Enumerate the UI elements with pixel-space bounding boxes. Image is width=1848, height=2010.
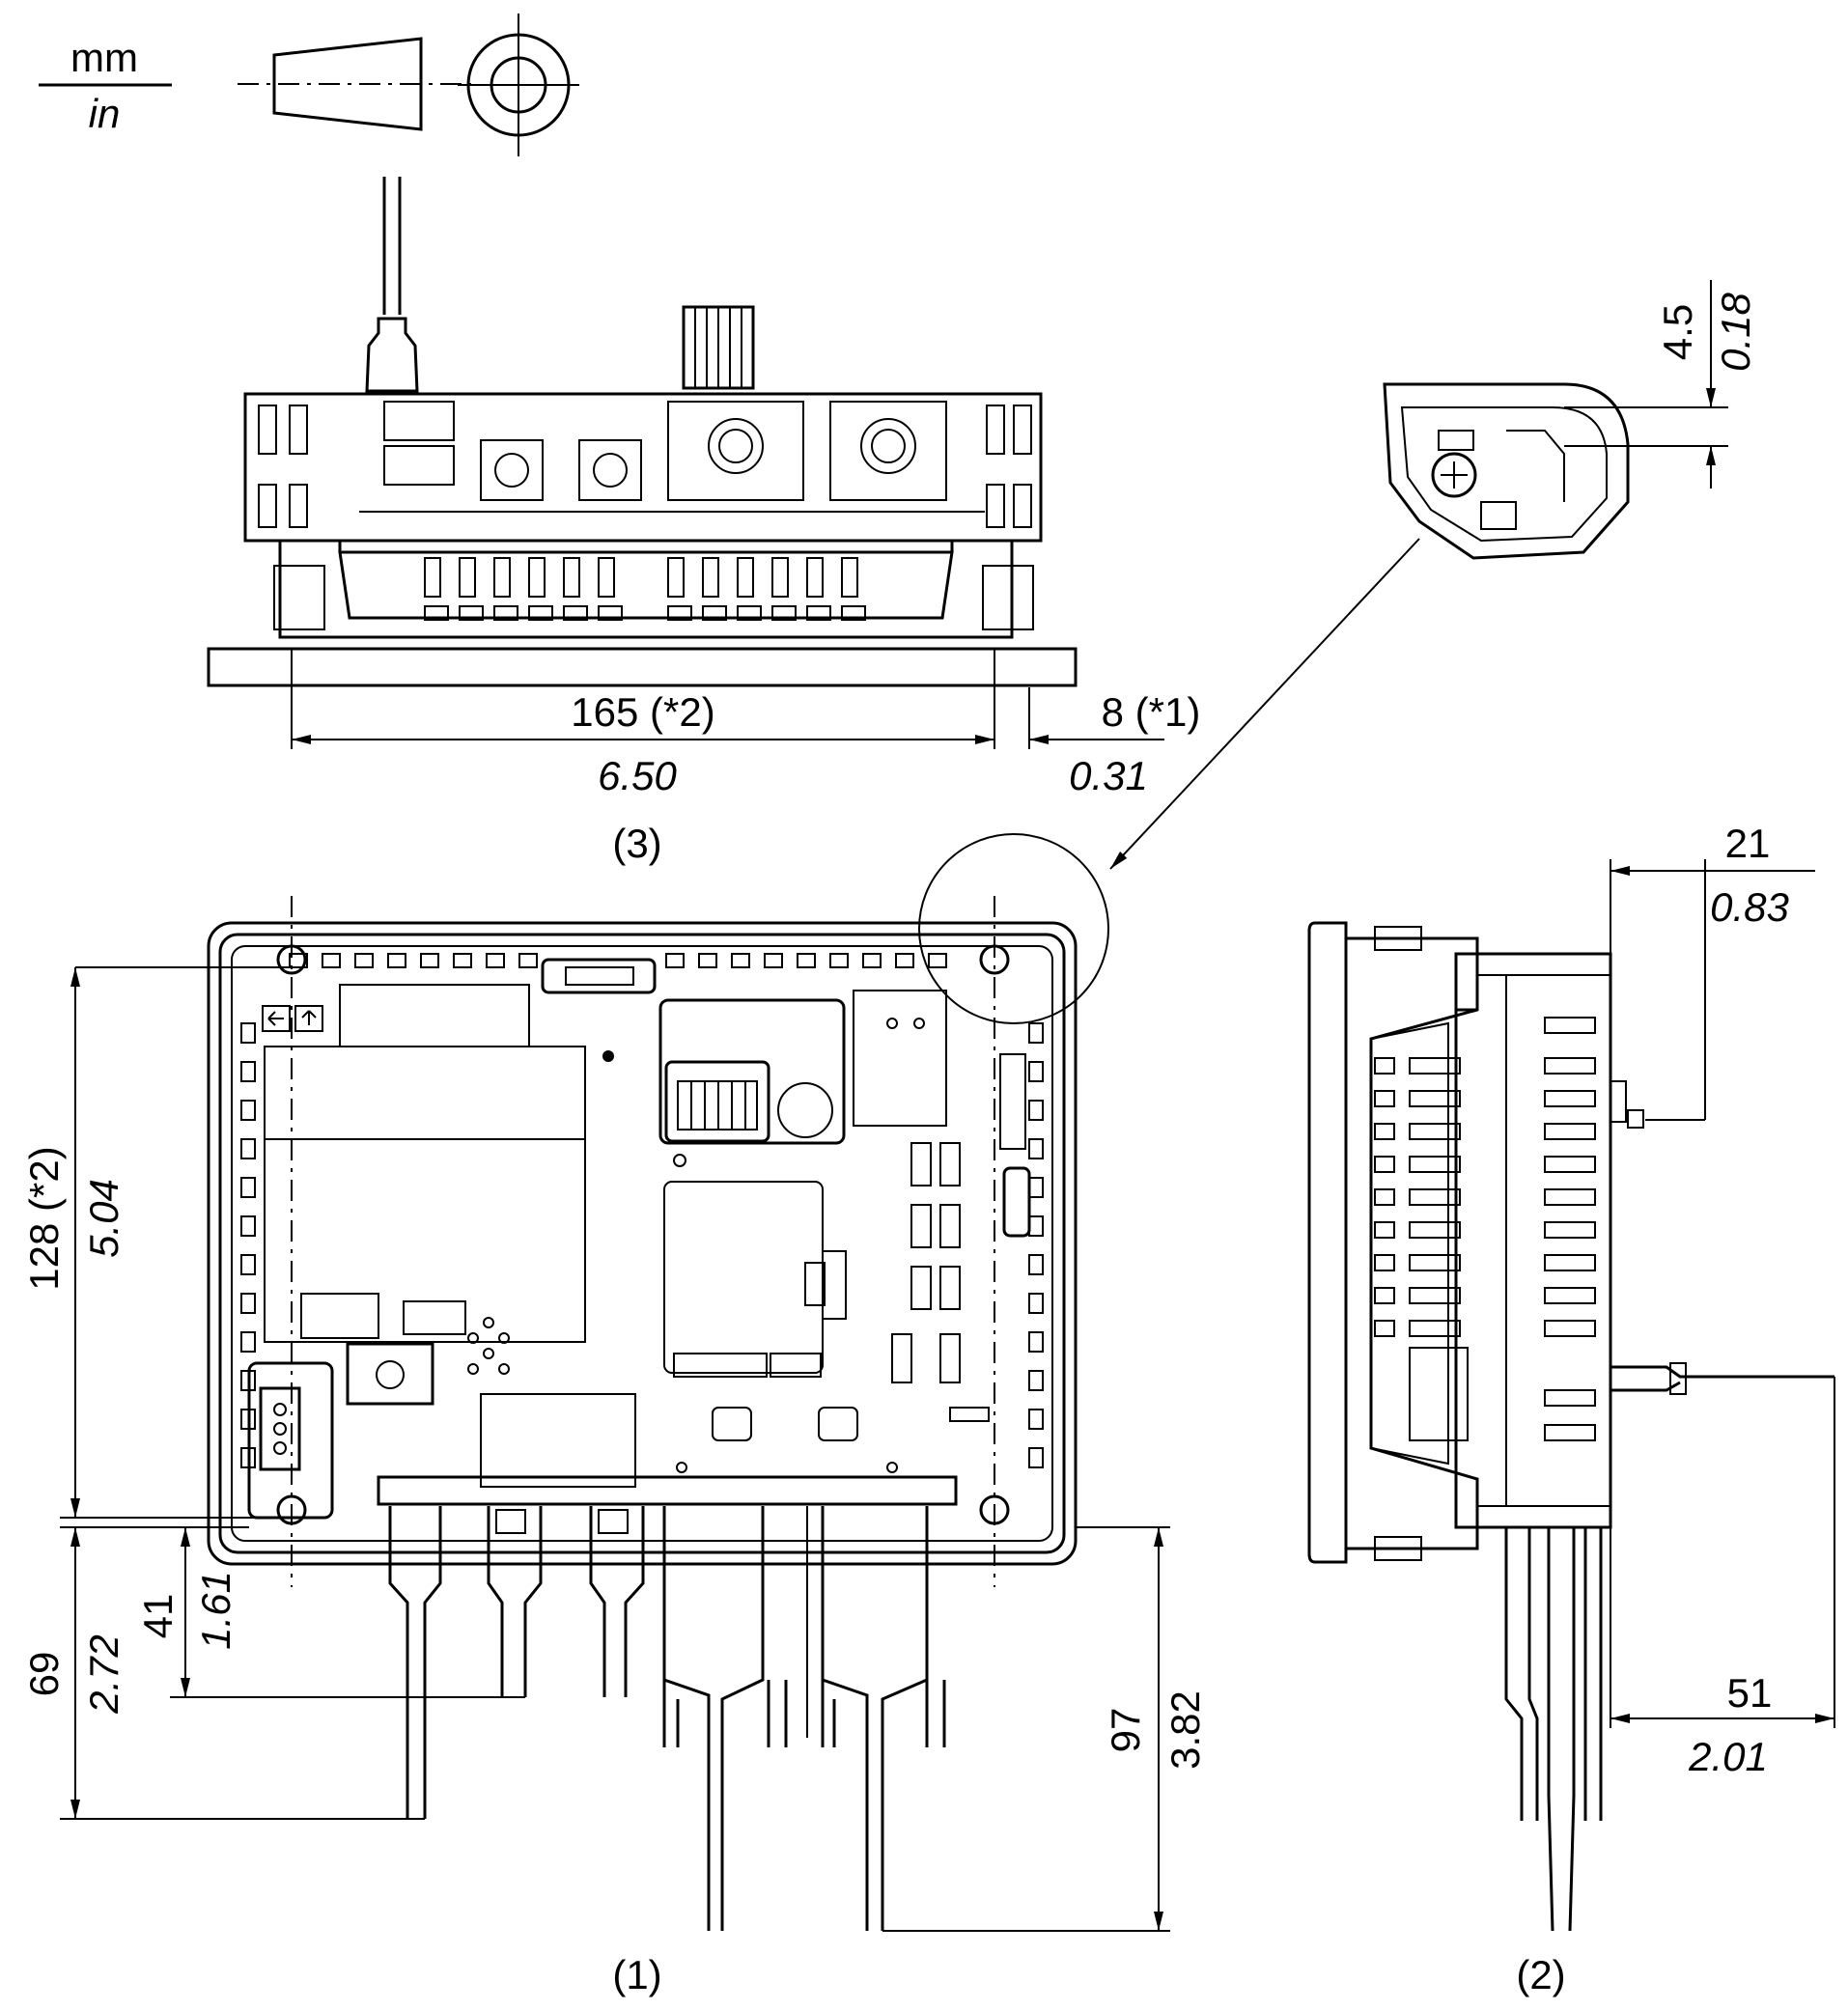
dim-41-mm: 41 (135, 1594, 181, 1639)
dim-8-in: 0.31 (1069, 753, 1148, 798)
top-connectors (359, 401, 985, 513)
dim-41-in: 1.61 (193, 1571, 238, 1650)
front-cables (388, 1506, 946, 1931)
dim-97-mm: 97 (1103, 1708, 1148, 1753)
unit-legend: mm in (39, 35, 172, 136)
first-angle-projection-icon (238, 14, 579, 156)
side-view: 21 0.83 51 2.01 (2) (1307, 821, 1835, 1997)
detail-view: 4.5 0.18 (1109, 280, 1758, 870)
arrow-left-up-icon (262, 1005, 323, 1032)
view-label-3: (3) (612, 821, 661, 866)
front-vents-top (289, 953, 947, 968)
dim-51-in: 2.01 (1688, 1734, 1768, 1779)
dim-21-in: 0.83 (1710, 884, 1789, 930)
dim-69-mm: 69 (21, 1652, 67, 1697)
dim-165-in: 6.50 (598, 753, 677, 798)
front-vents-right (1028, 1022, 1044, 1468)
dim-165-mm: 165 (*2) (571, 689, 714, 735)
dim-69-in: 2.72 (81, 1634, 126, 1715)
mounting-screws (276, 944, 1010, 1525)
side-vents (1374, 1017, 1596, 1441)
top-view: 165 (*2) 6.50 8 (*1) 0.31 (3) (207, 177, 1201, 866)
dim-97-in: 3.82 (1162, 1690, 1208, 1770)
front-grid (891, 1142, 990, 1422)
dim-128-mm: 128 (*2) (21, 1146, 67, 1290)
dim-128-in: 5.04 (81, 1179, 126, 1258)
unit-mm: mm (70, 35, 138, 80)
unit-in: in (89, 91, 121, 136)
top-vents (258, 405, 1032, 621)
dim-51-mm: 51 (1727, 1670, 1773, 1716)
dim-21-mm: 21 (1725, 821, 1771, 866)
dim-8-mm: 8 (*1) (1102, 689, 1201, 735)
view-label-2: (2) (1516, 1952, 1565, 1997)
front-view: 128 (*2) 5.04 69 2.72 41 1.61 97 3.82 (1… (21, 833, 1208, 1997)
dim-4-5-in: 0.18 (1713, 292, 1758, 371)
view-label-1: (1) (612, 1952, 661, 1997)
dim-4-5-mm: 4.5 (1655, 304, 1700, 360)
